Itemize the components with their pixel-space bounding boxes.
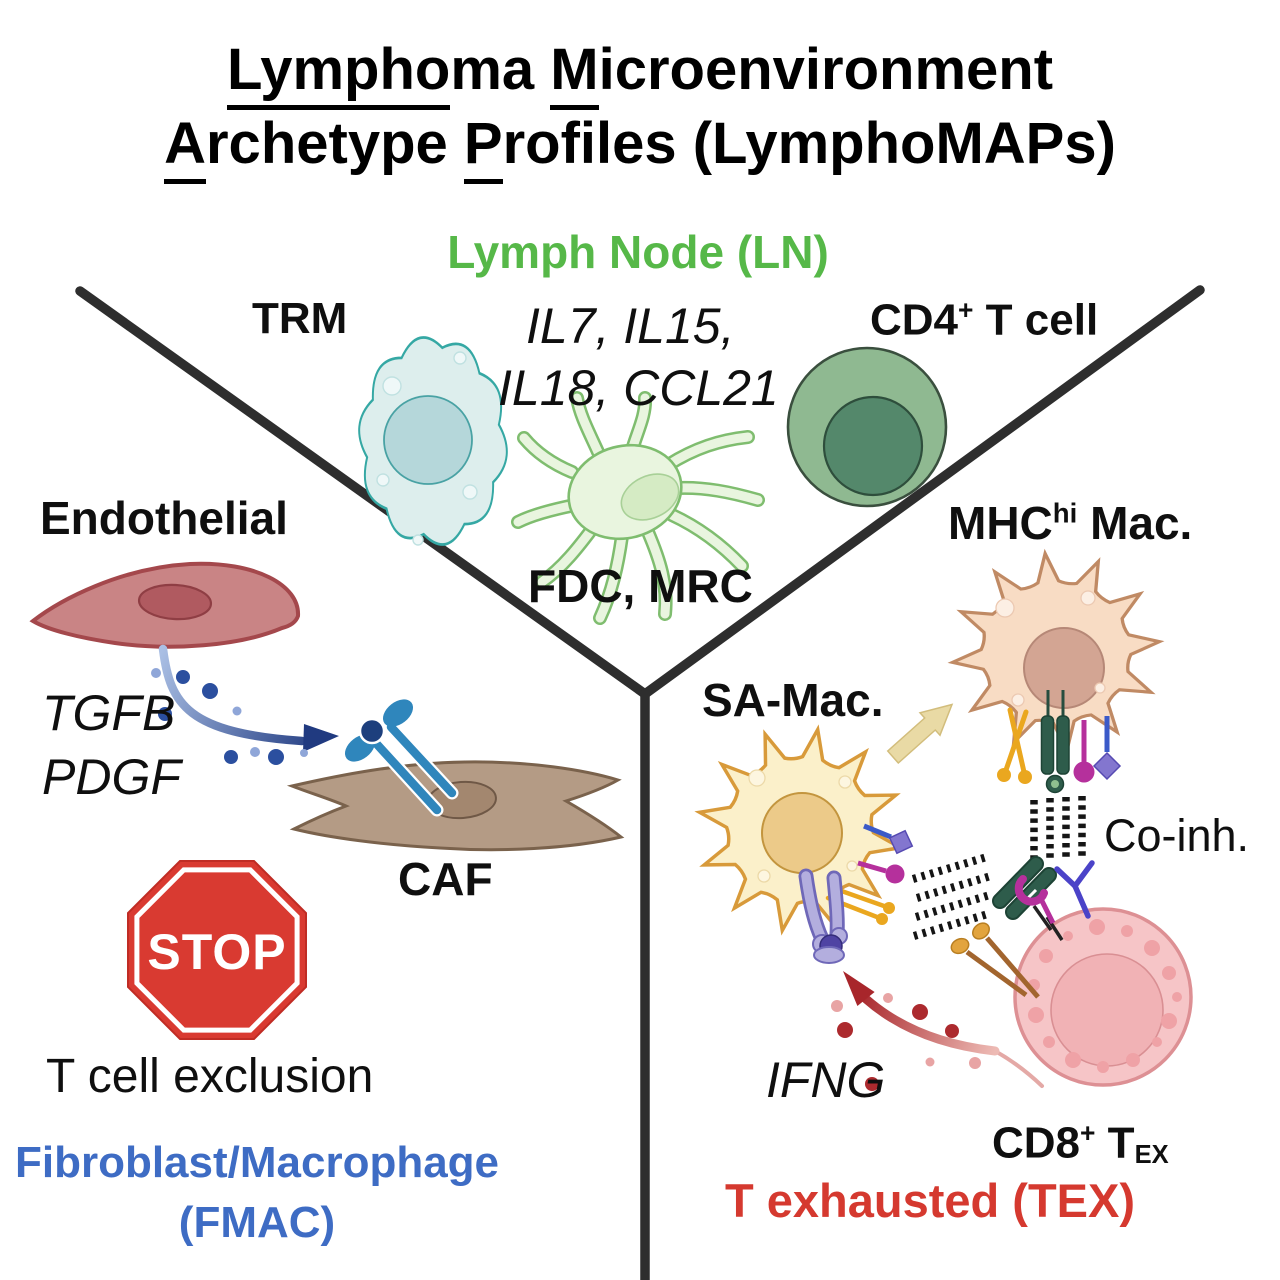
trm-label: TRM — [252, 294, 348, 343]
divider-right-diagonal — [640, 285, 1205, 699]
fdc-mrc-label: FDC, MRC — [528, 560, 753, 612]
stop-sign-icon — [127, 860, 307, 1040]
phagocytic-receptor-icon — [798, 868, 848, 964]
orange-receptor-icon — [1003, 707, 1029, 775]
sa-macrophage-illustration — [680, 710, 920, 950]
pdgf-label: PDGF — [42, 749, 181, 805]
cd4-nucleus — [822, 395, 924, 497]
caf-cell-illustration — [286, 760, 625, 852]
title-underlined-L: Lympho — [226, 36, 451, 110]
title-underlined-M: M — [550, 36, 599, 110]
lymph-node-heading: Lymph Node (LN) — [447, 226, 829, 278]
sa-mac-receptor-icons — [798, 823, 914, 964]
mhc-molecule-icon — [1040, 690, 1070, 794]
tex-granules — [1028, 919, 1182, 1073]
co-inhibition-dashes-icon — [911, 796, 1086, 940]
tgfb-pdgf-arrow-icon — [151, 644, 339, 765]
divider-left-diagonal — [75, 286, 650, 699]
sa-mac-label: SA-Mac. — [702, 674, 884, 726]
endothelial-nucleus — [137, 583, 213, 621]
ligand-dots — [151, 668, 308, 765]
ifng-dots — [831, 993, 981, 1091]
magenta-receptor-icon — [1073, 761, 1095, 783]
tex-heading: T exhausted (TEX) — [724, 1174, 1136, 1227]
fdc-nucleus — [620, 473, 680, 521]
trm-nucleus — [383, 395, 473, 485]
figure-title-line2: Archetype Profiles (LymphoMAPs) — [0, 110, 1280, 184]
fmac-heading-line1: Fibroblast/Macrophage — [14, 1138, 500, 1187]
co-inh-label-dashes — [1030, 796, 1086, 862]
cd4-tcell-illustration — [786, 346, 948, 508]
figure-title-line1: Lymphoma Microenvironment — [0, 36, 1280, 110]
lollipop-receptor-icon — [950, 922, 1040, 999]
title-underlined-A: A — [164, 110, 206, 184]
caf-receptor-icon — [344, 699, 459, 817]
curved-receptor-icon — [1014, 875, 1048, 906]
section-divider-lines — [75, 285, 1205, 1280]
ligand-ball — [358, 717, 386, 745]
diamond-ligand-icon — [1092, 751, 1122, 781]
mhc-hi-mac-label: MHChi Mac. — [948, 497, 1193, 549]
cd4-tcell-label: CD4+ T cell — [870, 295, 1099, 345]
fdc-mrc-cell-illustration — [511, 391, 765, 625]
ifng-arrow-icon — [831, 971, 1044, 1091]
mhc-hi-macrophage-illustration — [940, 541, 1172, 763]
cd8-tex-label: CD8+ TEX — [992, 1118, 1169, 1170]
diamond-ligand-icon — [888, 829, 914, 855]
ln-cytokines-line2: IL18, CCL21 — [498, 360, 779, 416]
tex-nucleus — [1050, 953, 1164, 1067]
mhc-mac-receptor-icons — [997, 690, 1122, 794]
differentiation-arrow-icon — [886, 703, 954, 765]
title-underlined-P: P — [463, 110, 503, 184]
endothelial-cell-illustration — [29, 561, 301, 649]
magenta-receptor-icon — [885, 864, 905, 884]
t-cell-exclusion-label: T cell exclusion — [46, 1050, 374, 1103]
mhc-mac-vesicles — [995, 590, 1106, 707]
tgfb-label: TGFB — [42, 685, 176, 741]
caf-label: CAF — [398, 853, 493, 905]
co-inh-label: Co-inh. — [1104, 810, 1250, 861]
sa-mac-nucleus — [761, 792, 843, 874]
fmac-heading-line2: (FMAC) — [178, 1198, 336, 1247]
trm-vesicles — [376, 351, 478, 546]
tex-receptor-icons — [950, 856, 1095, 999]
antibody-icon — [1054, 860, 1095, 919]
ifng-label: IFNG — [766, 1052, 886, 1108]
trm-cell-illustration — [347, 325, 519, 557]
sa-mac-vesicles — [748, 769, 858, 883]
stop-sign-text: STOP — [147, 924, 287, 980]
endothelial-label: Endothelial — [40, 492, 288, 544]
cd8-tex-cell-illustration — [1013, 907, 1193, 1087]
ln-cytokines-line1: IL7, IL15, — [526, 298, 735, 354]
